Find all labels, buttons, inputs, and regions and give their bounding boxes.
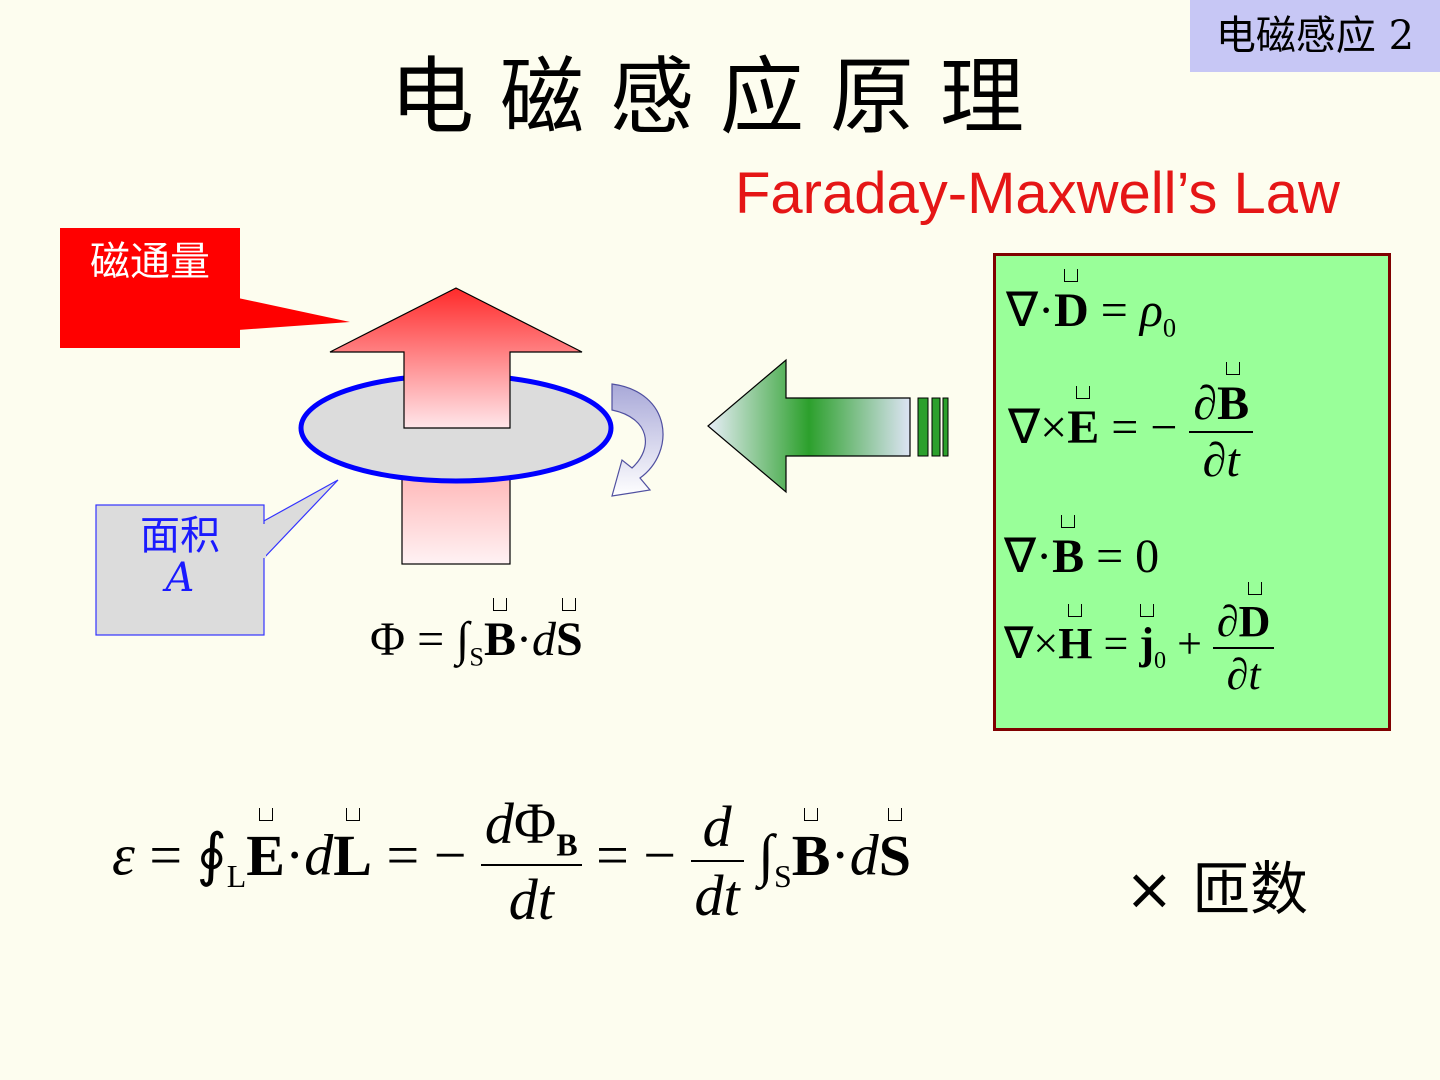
flux-callout-label: 磁通量 (90, 239, 210, 285)
gauss-law-equation: ∇·D = ρ0 (1006, 269, 1177, 343)
slide-title: 电磁感应原理 (389, 48, 1050, 146)
law-title: Faraday-Maxwell’s Law (735, 161, 1340, 226)
faraday-differential-equation: ∇×E = − ∂B∂t (1008, 362, 1254, 488)
flux-callout (60, 228, 350, 348)
area-label: 面积 A (96, 515, 264, 599)
area-variable: A (165, 555, 195, 601)
derive-arrow-icon (707, 358, 949, 494)
slide-tag: 电磁感应 2 (1190, 0, 1440, 72)
maxwell-equations-box: ∇·D = ρ0 ∇×E = − ∂B∂t ∇·B = 0 ∇×H = j0 +… (993, 253, 1391, 731)
area-callout (95, 479, 339, 636)
ampere-maxwell-equation: ∇×H = j0 + ∂D∂t (1004, 582, 1275, 700)
flux-integral-formula: Φ = ∫SB·dS (370, 598, 583, 672)
area-label-text: 面积 (140, 513, 220, 559)
turns-multiplier: × 匝数 (1125, 855, 1309, 923)
curl-arrow-icon (611, 383, 664, 497)
gauss-magnetism-equation: ∇·B = 0 (1004, 515, 1160, 583)
flux-arrow-icon (329, 287, 583, 429)
